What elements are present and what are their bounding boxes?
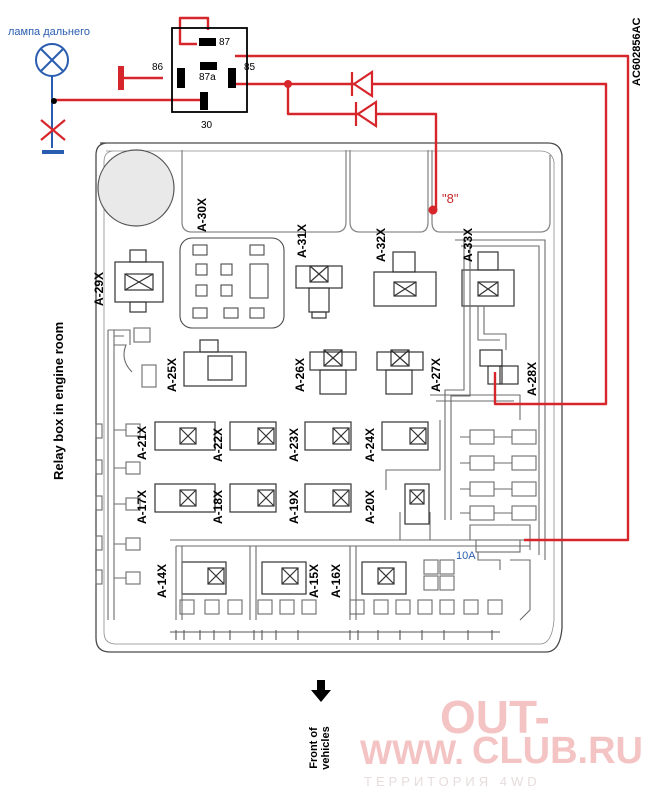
ground-86-bar (118, 66, 124, 90)
junction-85 (284, 80, 292, 88)
relay-label-a29: A-29X (92, 272, 106, 306)
doc-code: AC602856AC (631, 17, 643, 86)
relay-label-a18: A-18X (211, 490, 225, 524)
relay-label-a14: A-14X (155, 564, 169, 598)
relay-pin-85: 85 (244, 62, 256, 73)
fuse-box (95, 142, 563, 653)
watermark-line2: WWW. (360, 734, 464, 772)
watermark: OUT- WWW. CLUB.RU ТЕРРИТОРИЯ 4WD (360, 690, 643, 796)
relay-label-a31: A-31X (295, 224, 309, 258)
relay-label-a17: A-17X (135, 490, 149, 524)
cross-mark-icon (40, 119, 66, 141)
wire-top-right (235, 54, 630, 542)
relay-label-a25: A-25X (165, 358, 179, 392)
front-arrow-icon (311, 680, 331, 702)
relay-label-a16: A-16X (329, 564, 343, 598)
marker-8: "8" (442, 191, 459, 206)
front-label: Front of vehicles (308, 726, 332, 770)
relay-pin-87: 87 (219, 37, 231, 48)
box-title: Relay box in engine room (51, 322, 66, 480)
wiring-traces (95, 239, 546, 640)
relay-pin-87a: 87a (199, 72, 216, 83)
fuse-10a-label: 10A (456, 550, 476, 562)
marker-8-dot (428, 205, 438, 215)
relay-label-a33: A-33X (461, 228, 475, 262)
relay-label-a30: A-30X (195, 198, 209, 232)
relay-label-a26: A-26X (293, 358, 307, 392)
relay-label-a27: A-27X (429, 358, 443, 392)
watermark-line4: ТЕРРИТОРИЯ 4WD (364, 774, 541, 789)
wire-87-to-fusebox (178, 16, 210, 46)
relay-pin-86: 86 (152, 62, 164, 73)
relay-label-a22: A-22X (211, 428, 225, 462)
relay-label-a20: A-20X (363, 490, 377, 524)
lamp-symbol (35, 43, 69, 154)
relay-label-a21: A-21X (135, 426, 149, 460)
wire-30-lamp (56, 98, 207, 102)
fuse-block-a30 (179, 237, 285, 329)
wire-diode-main (288, 82, 608, 406)
wire-85-diodes (235, 82, 438, 210)
relay-label-a24: A-24X (363, 428, 377, 462)
diodes (350, 69, 378, 129)
relay-pin-30: 30 (201, 120, 213, 131)
watermark-line3: CLUB.RU (472, 730, 643, 772)
lamp-label: лампа дальнего (8, 26, 90, 38)
watermark-line1: OUT- (440, 691, 550, 743)
relay-label-a28: A-28X (525, 362, 539, 396)
relay-label-a19: A-19X (287, 490, 301, 524)
relay-label-a32: A-32X (374, 228, 388, 262)
lamp-junction (51, 98, 57, 104)
relay-sockets (114, 249, 519, 595)
relay-label-a15: A-15X (307, 564, 321, 598)
relay-label-a23: A-23X (287, 428, 301, 462)
large-fuse-circle (97, 149, 175, 227)
relay-schematic (171, 27, 248, 113)
